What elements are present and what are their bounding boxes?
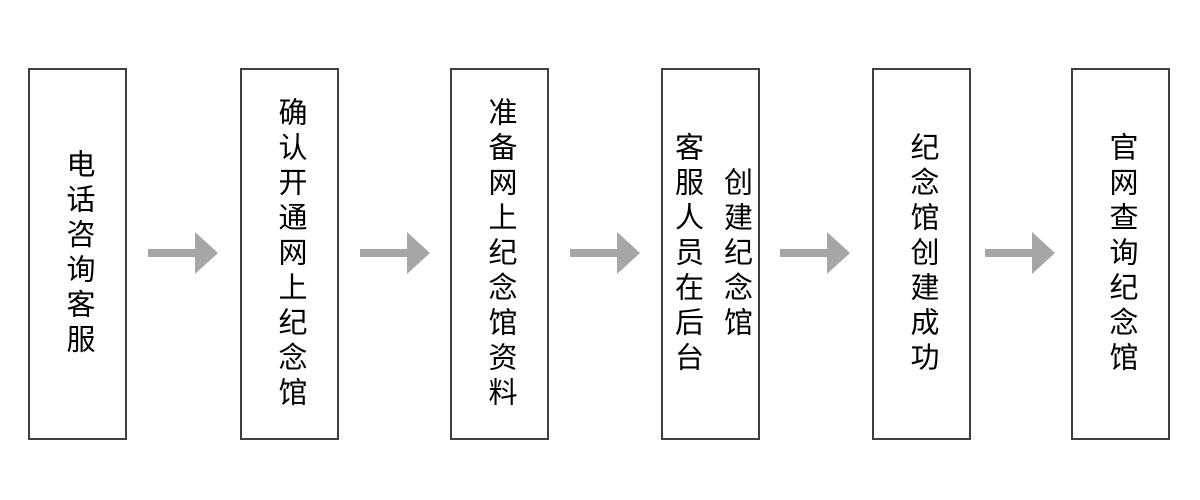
step-label-line: 客服人员在后台 [670, 131, 703, 377]
flow-arrow-icon [148, 232, 218, 274]
step-label-line: 创建纪念馆 [719, 166, 752, 342]
step-label: 官网查询纪念馆 [1105, 131, 1137, 377]
flow-step-query-memorial-on-official-site: 官网查询纪念馆 [1071, 68, 1170, 440]
flow-arrow-icon [360, 232, 430, 274]
flow-step-phone-consult-service: 电话咨询客服 [28, 68, 127, 440]
flow-arrow-icon [985, 232, 1055, 274]
flow-step-staff-create-memorial-backend: 客服人员在后台 创建纪念馆 [661, 68, 760, 440]
flow-step-prepare-memorial-materials: 准备网上纪念馆资料 [450, 68, 549, 440]
flow-arrow-icon [570, 232, 640, 274]
step-label: 确认开通网上纪念馆 [274, 96, 306, 412]
flow-step-confirm-open-online-memorial: 确认开通网上纪念馆 [240, 68, 339, 440]
flow-arrow-icon [780, 232, 850, 274]
step-label: 纪念馆创建成功 [906, 131, 938, 377]
step-label: 电话咨询客服 [62, 149, 94, 359]
flow-step-memorial-created-success: 纪念馆创建成功 [872, 68, 971, 440]
step-label: 准备网上纪念馆资料 [484, 96, 516, 412]
